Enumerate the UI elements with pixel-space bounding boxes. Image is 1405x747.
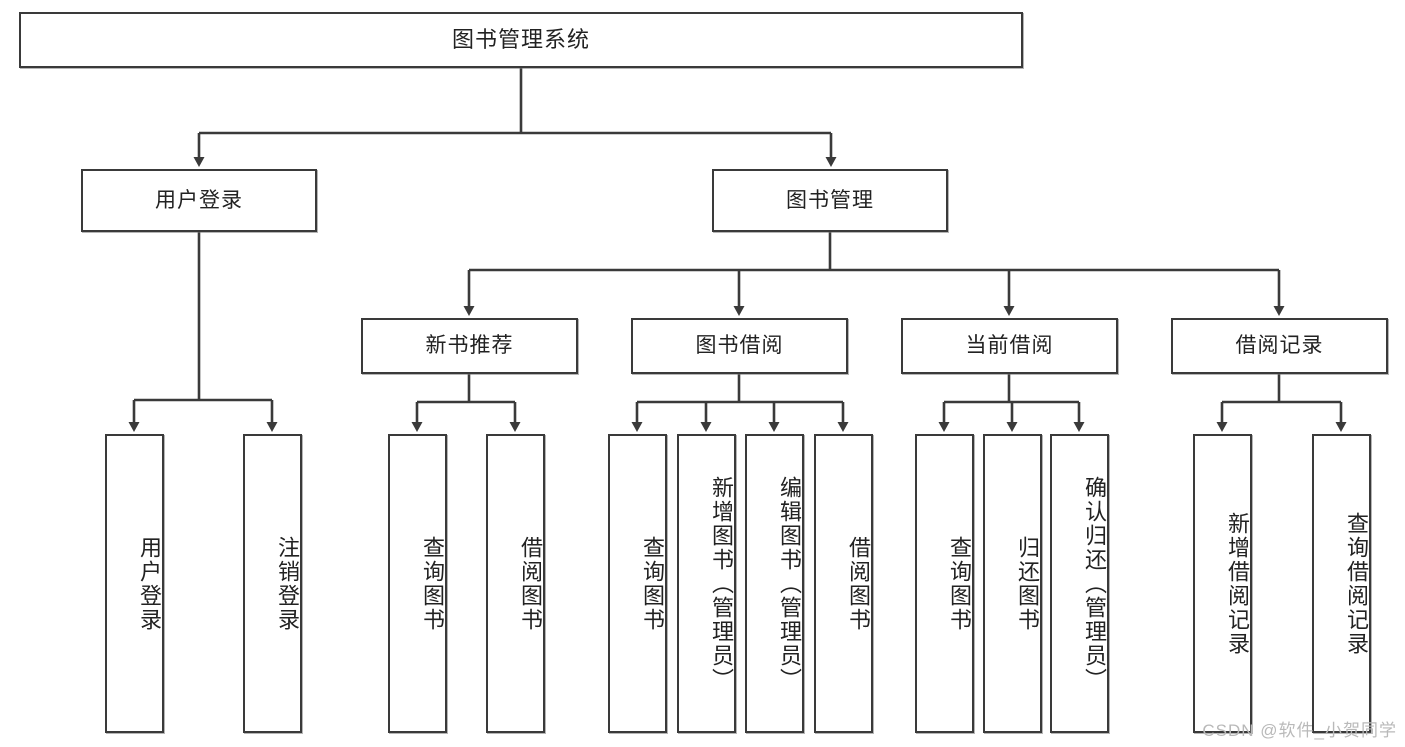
node-book-borrow-label: 图书借阅 <box>695 334 784 358</box>
leaf-rec-borrow-book-label: 借阅图书 <box>518 535 543 632</box>
leaf-borrow-lend-book[interactable]: 借阅图书 <box>814 434 873 733</box>
leaf-borrow-add-book-label: 新增图书（管理员） <box>709 475 734 692</box>
leaf-rec-query-book-label: 查询图书 <box>420 535 445 632</box>
leaf-rec-borrow-book[interactable]: 借阅图书 <box>486 434 545 733</box>
leaf-current-return-book-label: 归还图书 <box>1015 535 1040 632</box>
node-borrow-record-label: 借阅记录 <box>1235 334 1324 358</box>
node-new-book-recommend-label: 新书推荐 <box>425 334 514 358</box>
node-user-login[interactable]: 用户登录 <box>81 169 317 232</box>
leaf-user-logout[interactable]: 注销登录 <box>243 434 302 733</box>
node-borrow-record[interactable]: 借阅记录 <box>1171 318 1388 374</box>
leaf-record-query[interactable]: 查询借阅记录 <box>1312 434 1371 733</box>
leaf-current-query-book-label: 查询图书 <box>947 535 972 632</box>
node-book-manage[interactable]: 图书管理 <box>712 169 948 232</box>
node-new-book-recommend[interactable]: 新书推荐 <box>361 318 578 374</box>
node-current-borrow[interactable]: 当前借阅 <box>901 318 1118 374</box>
node-book-borrow[interactable]: 图书借阅 <box>631 318 848 374</box>
leaf-user-logout-label: 注销登录 <box>275 535 300 632</box>
leaf-record-add[interactable]: 新增借阅记录 <box>1193 434 1252 733</box>
watermark: CSDN @软件_小贺同学 <box>1202 721 1397 740</box>
leaf-current-confirm-return[interactable]: 确认归还（管理员） <box>1050 434 1109 733</box>
leaf-current-return-book[interactable]: 归还图书 <box>983 434 1042 733</box>
node-root[interactable]: 图书管理系统 <box>19 12 1023 68</box>
leaf-rec-query-book[interactable]: 查询图书 <box>388 434 447 733</box>
leaf-current-confirm-return-label: 确认归还（管理员） <box>1082 475 1107 692</box>
node-book-manage-label: 图书管理 <box>786 188 874 212</box>
leaf-borrow-query-book[interactable]: 查询图书 <box>608 434 667 733</box>
leaf-user-login-label: 用户登录 <box>137 535 162 632</box>
leaf-user-login[interactable]: 用户登录 <box>105 434 164 733</box>
leaf-borrow-add-book[interactable]: 新增图书（管理员） <box>677 434 736 733</box>
node-current-borrow-label: 当前借阅 <box>965 334 1054 358</box>
leaf-record-add-label: 新增借阅记录 <box>1225 511 1250 656</box>
leaf-record-query-label: 查询借阅记录 <box>1344 511 1369 656</box>
leaf-borrow-query-book-label: 查询图书 <box>640 535 665 632</box>
node-root-label: 图书管理系统 <box>451 26 590 52</box>
leaf-borrow-edit-book[interactable]: 编辑图书（管理员） <box>745 434 804 733</box>
leaf-current-query-book[interactable]: 查询图书 <box>915 434 974 733</box>
node-user-login-label: 用户登录 <box>155 188 243 212</box>
leaf-borrow-lend-book-label: 借阅图书 <box>846 535 871 632</box>
leaf-borrow-edit-book-label: 编辑图书（管理员） <box>777 475 802 692</box>
